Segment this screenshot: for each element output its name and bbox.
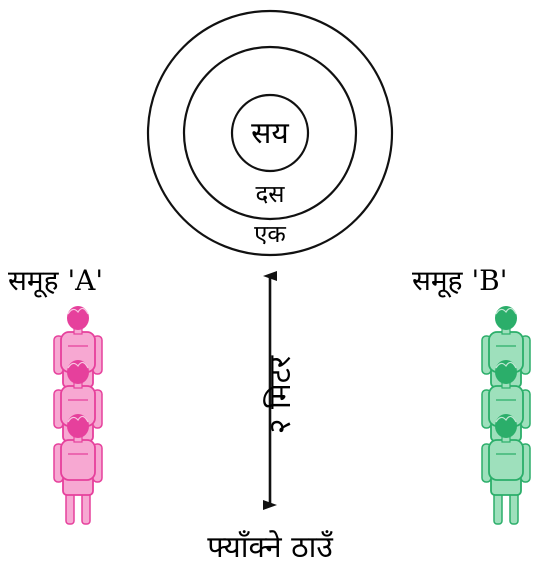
ring-label-100: सय <box>251 116 289 151</box>
group-a-children <box>54 306 102 524</box>
child-figure <box>54 414 102 524</box>
ring-label-10: दस <box>256 180 286 208</box>
group-b-label: समूह 'B' <box>412 264 507 298</box>
distance-arrow: २ मिटर <box>263 276 298 505</box>
distance-label: २ मिटर <box>263 355 298 434</box>
target: सय दस एक <box>148 11 392 255</box>
group-a-label: समूह 'A' <box>8 264 103 298</box>
throw-line-label: फ्याँक्ने ठाउँ <box>207 530 333 565</box>
ring-label-1: एक <box>254 220 286 248</box>
group-b-children <box>482 306 530 524</box>
child-figure <box>482 414 530 524</box>
